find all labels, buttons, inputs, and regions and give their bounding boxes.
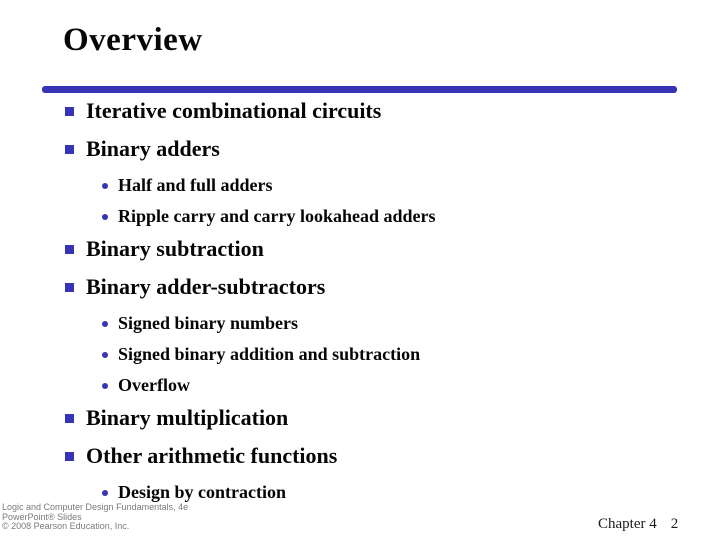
- dot-bullet-icon: [102, 213, 108, 220]
- bullet-text: Half and full adders: [118, 175, 273, 195]
- slide-title: Overview: [63, 22, 203, 58]
- bullet-text: Binary subtraction: [86, 236, 264, 261]
- bullet-text: Binary adder-subtractors: [86, 274, 326, 299]
- footer-page-info: Chapter 4 2: [598, 516, 678, 533]
- bullet-text: Other arithmetic functions: [86, 443, 338, 468]
- list-item: Half and full adders: [102, 174, 685, 196]
- bullet-text: Binary multiplication: [86, 405, 289, 430]
- chapter-label: Chapter 4: [598, 516, 657, 532]
- square-bullet-icon: [65, 244, 74, 254]
- credit-line-3: © 2008 Pearson Education, Inc.: [2, 521, 130, 531]
- list-item: Binary adder-subtractors: [65, 274, 685, 299]
- list-item: Signed binary addition and subtraction: [102, 343, 685, 365]
- square-bullet-icon: [65, 106, 74, 116]
- list-item: Iterative combinational circuits: [65, 98, 685, 123]
- list-item: Binary subtraction: [65, 236, 685, 261]
- bullet-text: Signed binary numbers: [118, 313, 299, 333]
- credit-line-2: PowerPoint® Slides: [2, 511, 82, 522]
- square-bullet-icon: [65, 451, 74, 461]
- list-item: Signed binary numbers: [102, 312, 685, 334]
- bullet-text: Ripple carry and carry lookahead adders: [118, 206, 436, 226]
- square-bullet-icon: [65, 413, 74, 423]
- dot-bullet-icon: [102, 382, 108, 389]
- title-underline-rule: [42, 86, 677, 93]
- list-item: Binary adders: [65, 136, 685, 161]
- dot-bullet-icon: [102, 489, 108, 496]
- bullet-text: Overflow: [118, 375, 190, 395]
- dot-bullet-icon: [102, 182, 108, 189]
- list-item: Design by contraction: [102, 481, 685, 503]
- bullet-text: Iterative combinational circuits: [86, 98, 382, 123]
- dot-bullet-icon: [102, 320, 108, 327]
- content-list: Iterative combinational circuits Binary …: [65, 98, 685, 512]
- bullet-text: Binary adders: [86, 136, 220, 161]
- credit-line-1: Logic and Computer Design Fundamentals, …: [2, 502, 189, 512]
- bullet-text: Signed binary addition and subtraction: [118, 344, 421, 364]
- list-item: Ripple carry and carry lookahead adders: [102, 205, 685, 227]
- list-item: Binary multiplication: [65, 405, 685, 430]
- dot-bullet-icon: [102, 351, 108, 358]
- list-item: Other arithmetic functions: [65, 443, 685, 468]
- footer-credit: Logic and Computer Design Fundamentals, …: [2, 502, 189, 532]
- page-number: 2: [670, 516, 679, 532]
- square-bullet-icon: [65, 144, 74, 154]
- bullet-text: Design by contraction: [118, 482, 286, 502]
- list-item: Overflow: [102, 374, 685, 396]
- square-bullet-icon: [65, 282, 74, 292]
